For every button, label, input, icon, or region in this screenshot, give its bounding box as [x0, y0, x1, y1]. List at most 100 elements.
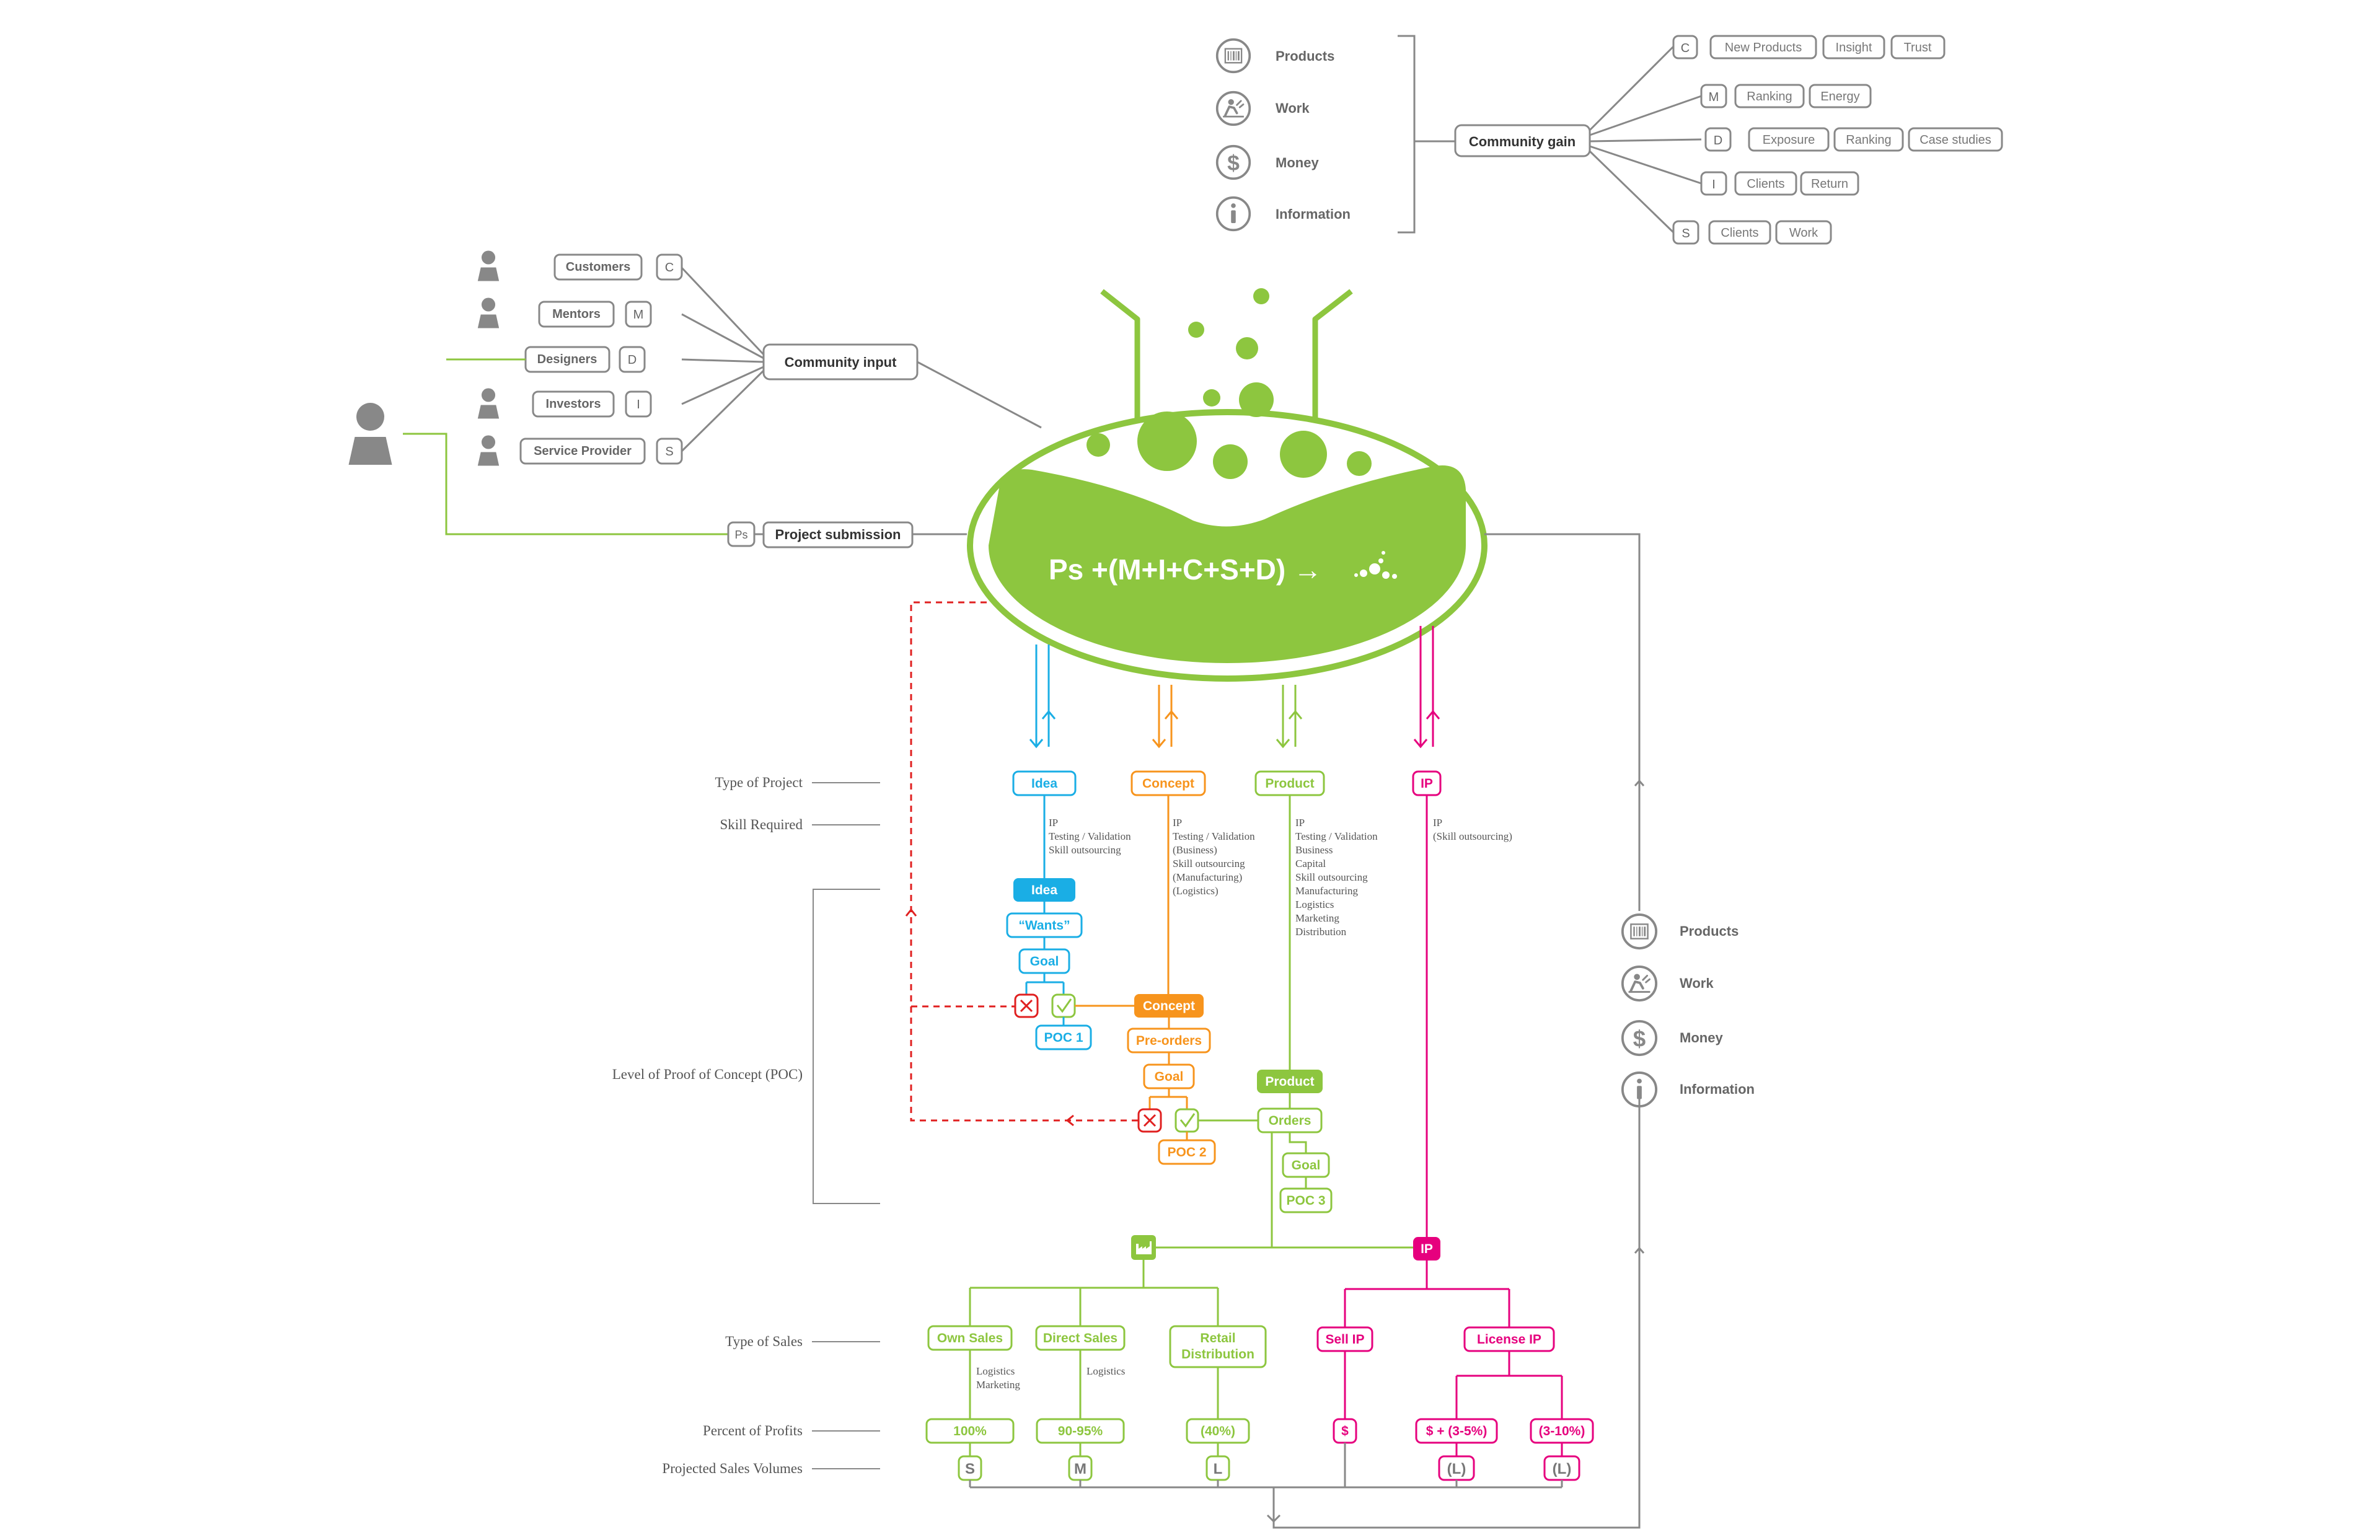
- product-stage-box: [1257, 1070, 1323, 1093]
- sales-license-ip: License IP $ + (3-5%) (L) (3-10%) (L): [1415, 1326, 1594, 1481]
- column-product: Product IP Testing / Validation Business…: [1254, 685, 1378, 1247]
- product-poc-box: [1279, 1187, 1333, 1213]
- retail-profit: (40%): [1201, 1424, 1235, 1438]
- dollar-icon: [1215, 144, 1251, 180]
- skill-item: Skill outsourcing: [1295, 871, 1368, 883]
- skill-item: (Skill outsourcing): [1433, 830, 1512, 842]
- own-sales-volume: S: [965, 1461, 975, 1477]
- member-key: C: [665, 261, 674, 275]
- skill-item: Skill outsourcing: [1173, 858, 1245, 869]
- skill-item: (Manufacturing): [1173, 871, 1242, 883]
- gain-key: C: [1681, 42, 1690, 55]
- gain-tag: Insight: [1836, 41, 1872, 55]
- idea-goal-label: Goal: [1030, 954, 1059, 969]
- gain-legend-information: Information: [1215, 196, 1351, 232]
- concept-stage-box: [1134, 994, 1204, 1018]
- member-customers: [553, 253, 643, 281]
- ip-type-label: IP: [1421, 777, 1433, 791]
- gain-tag: Trust: [1904, 41, 1932, 55]
- skill-item: IP: [1173, 817, 1182, 829]
- member-key: D: [628, 353, 637, 367]
- gain-legend-work: Work: [1215, 90, 1310, 126]
- return-line: [1272, 533, 1641, 1529]
- community-input: Customers C Mentors M Designers D Invest…: [477, 250, 1042, 466]
- ip-stage-label: IP: [1421, 1242, 1433, 1256]
- column-ip: IP IP (Skill outsourcing) IP: [1412, 626, 1512, 1261]
- retail-volume: L: [1214, 1461, 1223, 1477]
- retail-label-line2: Distribution: [1181, 1347, 1254, 1362]
- gain-tag: Ranking: [1747, 90, 1792, 103]
- own-sales-profit: 100%: [953, 1424, 987, 1438]
- formula: Ps +(M+I+C+S+D) →: [1049, 553, 1322, 586]
- concept-pass-icon: [1175, 1108, 1199, 1133]
- member-label: Designers: [537, 353, 597, 366]
- gain-key: D: [1714, 134, 1722, 147]
- gain-tag: Energy: [1820, 90, 1859, 103]
- idea-wants-label: “Wants”: [1018, 918, 1070, 933]
- gain-key: M: [1709, 90, 1719, 104]
- flask-bubbles: [1086, 288, 1372, 479]
- product-poc-label: POC 3: [1286, 1194, 1325, 1208]
- gain-tag: Work: [1789, 226, 1818, 240]
- idea-stage-box: [1013, 878, 1075, 902]
- skill-item: Capital: [1295, 858, 1326, 869]
- product-stage-label: Product: [1265, 1075, 1314, 1089]
- column-idea: Idea IP Testing / Validation Skill outso…: [1006, 645, 1134, 1050]
- gain-tag: Case studies: [1919, 133, 1991, 147]
- idea-skills: IP Testing / Validation Skill outsourcin…: [1049, 817, 1131, 856]
- license-ip-profit-a: $ + (3-5%): [1426, 1424, 1488, 1438]
- sparkle-icon: [1354, 551, 1397, 579]
- skill-item: Business: [1295, 844, 1333, 856]
- gain-tag: Ranking: [1846, 133, 1891, 147]
- gain-legend-products: Products: [1215, 38, 1334, 74]
- sales-note: Logistics: [1086, 1365, 1125, 1377]
- submitter: Ps Project submission: [348, 358, 967, 548]
- gain-row-d: D Exposure Ranking Case studies: [1704, 127, 2003, 152]
- direct-sales-label: Direct Sales: [1043, 1331, 1117, 1345]
- gain-tag: Exposure: [1763, 133, 1815, 147]
- idea-pass-icon: [1051, 993, 1076, 1018]
- idea-type-label: Idea: [1031, 777, 1057, 791]
- skill-item: (Business): [1173, 844, 1217, 856]
- row-label-skill-required: Skill Required: [720, 817, 803, 832]
- submission-key-label: Ps: [734, 529, 747, 541]
- ip-skills: IP (Skill outsourcing): [1433, 817, 1512, 842]
- skill-item: IP: [1049, 817, 1058, 829]
- person-icon: [477, 250, 500, 281]
- info-icon: [1215, 196, 1251, 232]
- gain-row-c: C New Products Insight Trust: [1672, 35, 1946, 59]
- member-service-provider: [519, 438, 646, 465]
- factory-icon: [1131, 1235, 1156, 1260]
- sales-direct: Direct Sales Logistics 90-95% M: [1035, 1325, 1126, 1481]
- idea-poc-box: [1035, 1024, 1092, 1050]
- person-icon: [477, 388, 500, 419]
- community-gain-box: [1454, 124, 1591, 157]
- legend-label: Products: [1276, 48, 1334, 64]
- skill-item: (Logistics): [1173, 885, 1219, 897]
- legend-label: Work: [1276, 100, 1310, 116]
- gain-legend-money: Money: [1215, 144, 1319, 180]
- concept-stage-label: Concept: [1143, 999, 1195, 1013]
- ip-sales-tree: [1344, 1261, 1563, 1456]
- member-mentors: [538, 301, 615, 328]
- gain-tag: Clients: [1721, 226, 1758, 240]
- retail-label-line1: Retail: [1200, 1331, 1235, 1345]
- gain-row-s: S Clients Work: [1672, 220, 1832, 245]
- product-goal-label: Goal: [1292, 1158, 1321, 1173]
- concept-type-label: Concept: [1142, 777, 1194, 791]
- sales-note: Logistics: [976, 1365, 1015, 1377]
- legend-label: Products: [1680, 923, 1739, 939]
- sales-tree: [969, 1246, 1413, 1456]
- direct-sales-volume: M: [1074, 1461, 1086, 1477]
- concept-preorders-label: Pre-orders: [1136, 1034, 1202, 1048]
- gain-key: S: [1681, 227, 1690, 240]
- row-label-projected-sales-volumes: Projected Sales Volumes: [662, 1461, 803, 1476]
- skill-item: Manufacturing: [1295, 885, 1359, 897]
- license-ip-volume-b: (L): [1553, 1461, 1572, 1477]
- community-gain: Community gain C New Products Insight Tr…: [1454, 35, 2003, 245]
- gain-legend: Products Work Money Information: [1215, 35, 1455, 234]
- bottom-collector: [969, 1443, 1563, 1489]
- legend-label: Information: [1680, 1081, 1755, 1097]
- member-label: Investors: [546, 397, 601, 411]
- legend-label: Money: [1680, 1030, 1723, 1045]
